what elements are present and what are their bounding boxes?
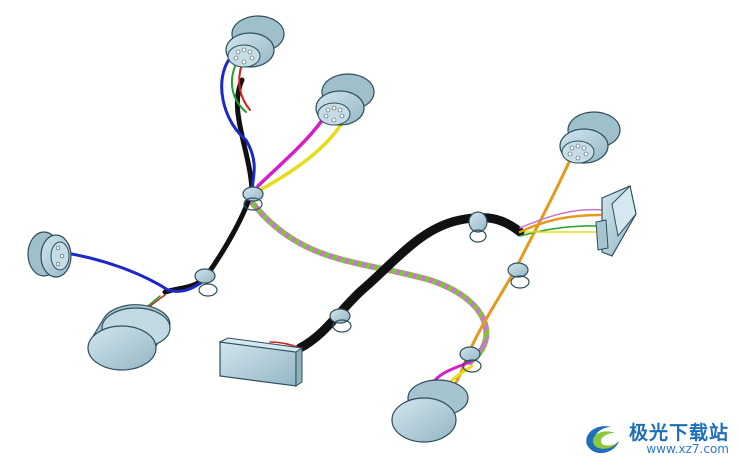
green-wire-top[interactable] xyxy=(230,63,247,113)
clip-left-junction[interactable] xyxy=(194,268,218,297)
swirl-logo-icon xyxy=(586,426,619,454)
black-trunk-cable[interactable] xyxy=(162,77,255,295)
round-connector-right[interactable] xyxy=(559,111,621,164)
round-connector-top[interactable] xyxy=(225,15,285,68)
flat-connector-left[interactable] xyxy=(218,337,304,387)
yellow-wire[interactable] xyxy=(258,116,347,192)
thin-wires-right[interactable] xyxy=(519,208,603,229)
clip-bottom-junction[interactable] xyxy=(459,346,482,373)
clip-top-junction[interactable] xyxy=(242,186,264,211)
red-wire-top[interactable] xyxy=(238,63,251,111)
watermark: 极光下载站 www.xz7.com xyxy=(581,419,729,459)
cylinder-connector-bottom-left[interactable] xyxy=(87,304,171,371)
flat-connector-right[interactable] xyxy=(595,184,637,257)
blue-wire-top[interactable] xyxy=(220,56,256,190)
blue-wire-left[interactable] xyxy=(58,250,207,293)
round-connector-left[interactable] xyxy=(27,231,72,278)
watermark-text: 极光下载站 www.xz7.com xyxy=(629,423,729,456)
orange-wire[interactable] xyxy=(450,158,572,392)
cylinder-connector-bottom-right[interactable] xyxy=(391,379,469,443)
round-connector-top-right[interactable] xyxy=(315,73,375,126)
clip-center-black[interactable] xyxy=(329,308,352,333)
orange-crossing-wire[interactable] xyxy=(518,213,602,234)
braided-cable[interactable] xyxy=(247,197,490,365)
watermark-title: 极光下载站 xyxy=(628,421,729,444)
thin-green-right[interactable] xyxy=(519,225,603,237)
clip-orange[interactable] xyxy=(507,262,530,289)
clip-top-black[interactable] xyxy=(468,211,488,243)
watermark-url: www.xz7.com xyxy=(646,441,729,456)
